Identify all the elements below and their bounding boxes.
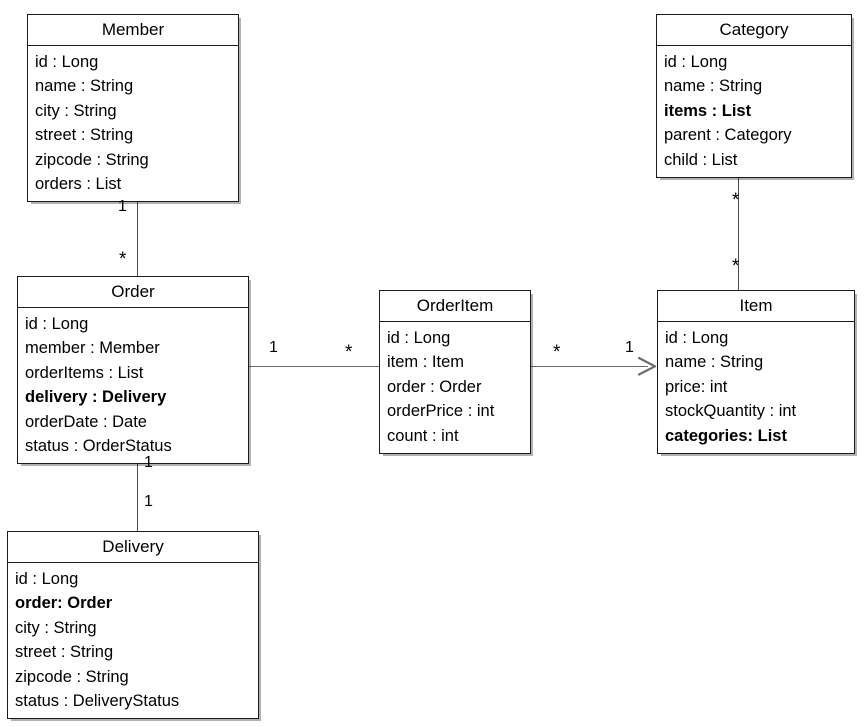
association-line-member-order[interactable]	[137, 193, 138, 280]
multiplicity-order-delivery-from: 1	[144, 454, 153, 471]
attribute-row: order : Order	[387, 377, 482, 396]
attribute-row: id : Long	[25, 315, 89, 333]
attribute-row: delivery : Delivery	[25, 388, 167, 407]
attribute-row: id : Long	[665, 329, 729, 347]
attribute-row: city : String	[35, 101, 117, 120]
multiplicity-orderitem-item-to: 1	[625, 339, 634, 356]
attribute-row: zipcode : String	[15, 667, 129, 686]
multiplicity-orderitem-item-from: *	[553, 342, 561, 363]
arrowhead-icon-orderitem-item	[633, 355, 659, 379]
attribute-row: price: int	[665, 377, 728, 396]
class-name-category: Category	[657, 15, 851, 46]
attribute-row: zipcode : String	[35, 150, 149, 169]
multiplicity-order-orderitem-to: *	[345, 342, 353, 363]
class-box-category[interactable]: Category id : Long name : String items :…	[656, 14, 852, 179]
attribute-row: categories: List	[665, 426, 787, 445]
association-line-category-item[interactable]	[738, 160, 739, 290]
attribute-row: city : String	[15, 618, 97, 637]
attribute-row: orderDate : Date	[25, 412, 147, 431]
attribute-row: street : String	[35, 126, 134, 145]
attribute-row: street : String	[15, 643, 114, 662]
class-name-member: Member	[28, 15, 238, 46]
attribute-list-category: id : Long name : String items : List par…	[657, 46, 851, 177]
attribute-row: items : List	[664, 101, 752, 120]
attribute-row: id : Long	[387, 329, 451, 347]
attribute-list-item: id : Long name : String price: int stock…	[658, 322, 854, 453]
multiplicity-order-orderitem-from: 1	[269, 339, 278, 356]
attribute-list-order: id : Long member : Member orderItems : L…	[18, 308, 248, 463]
multiplicity-category-item-to: *	[732, 256, 740, 277]
multiplicity-member-order-from: 1	[118, 198, 127, 215]
attribute-row: item : Item	[387, 353, 465, 372]
attribute-row: status : DeliveryStatus	[15, 692, 180, 711]
attribute-row: orderPrice : int	[387, 402, 495, 421]
class-box-orderitem[interactable]: OrderItem id : Long item : Item order : …	[379, 290, 531, 455]
class-box-order[interactable]: Order id : Long member : Member orderIte…	[17, 276, 249, 465]
association-line-order-orderitem[interactable]	[248, 366, 380, 367]
attribute-list-member: id : Long name : String city : String st…	[28, 46, 238, 201]
attribute-row: stockQuantity : int	[665, 402, 797, 421]
attribute-row: name : String	[35, 77, 134, 96]
class-name-delivery: Delivery	[8, 532, 258, 563]
multiplicity-category-item-from: *	[732, 190, 740, 211]
attribute-row: count : int	[387, 426, 459, 445]
attribute-row: order: Order	[15, 594, 113, 613]
attribute-row: id : Long	[15, 570, 79, 588]
attribute-row: name : String	[665, 353, 764, 372]
attribute-row: child : List	[664, 150, 738, 169]
attribute-row: parent : Category	[664, 126, 792, 145]
attribute-row: id : Long	[35, 53, 99, 71]
attribute-row: status : OrderStatus	[25, 437, 172, 456]
multiplicity-member-order-to: *	[119, 249, 127, 270]
attribute-row: orderItems : List	[25, 363, 144, 382]
attribute-row: orders : List	[35, 175, 122, 194]
association-line-order-delivery[interactable]	[137, 448, 138, 531]
class-box-member[interactable]: Member id : Long name : String city : St…	[27, 14, 239, 203]
attribute-list-orderitem: id : Long item : Item order : Order orde…	[380, 322, 530, 453]
attribute-row: id : Long	[664, 53, 728, 71]
class-name-order: Order	[18, 277, 248, 308]
class-box-item[interactable]: Item id : Long name : String price: int …	[657, 290, 855, 455]
class-name-item: Item	[658, 291, 854, 322]
attribute-row: name : String	[664, 77, 763, 96]
association-line-orderitem-item[interactable]	[530, 366, 648, 367]
class-box-delivery[interactable]: Delivery id : Long order: Order city : S…	[7, 531, 259, 720]
attribute-row: member : Member	[25, 339, 160, 358]
attribute-list-delivery: id : Long order: Order city : String str…	[8, 563, 258, 718]
class-name-orderitem: OrderItem	[380, 291, 530, 322]
multiplicity-order-delivery-to: 1	[144, 493, 153, 510]
